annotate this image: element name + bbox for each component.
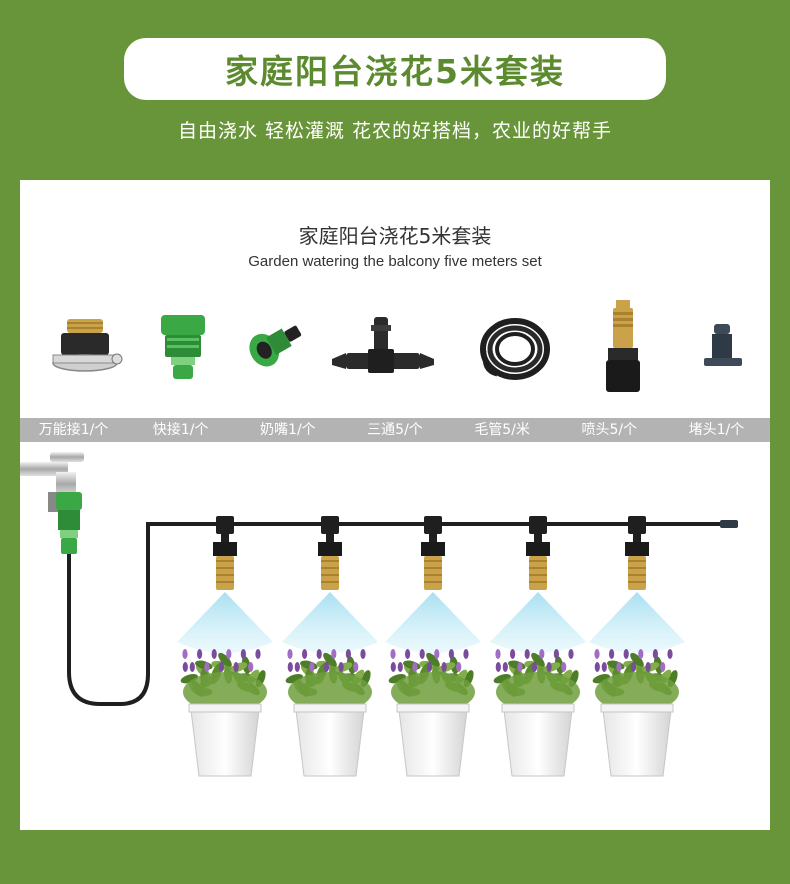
- part-label: 堵头1/个: [688, 422, 745, 438]
- part-label: 喷头5/个: [581, 422, 638, 438]
- part-label: 毛管5/米: [474, 422, 530, 438]
- sprinkler-unit: [282, 516, 378, 777]
- lavender-flowers: [390, 649, 469, 672]
- universal-connector-icon: [40, 298, 130, 398]
- plant-foliage: [493, 652, 580, 712]
- lavender-flowers: [182, 649, 261, 672]
- mist-cone: [589, 592, 685, 653]
- mist-cone: [177, 592, 273, 653]
- nozzle-cap: [421, 542, 445, 556]
- sprinkler-unit: [490, 516, 586, 777]
- plant-foliage: [592, 652, 679, 712]
- hose-line: [67, 522, 720, 706]
- mist-cone: [385, 592, 481, 653]
- sprinkler-nozzle-icon: [585, 298, 660, 398]
- panel-title-en: Garden watering the balcony five meters …: [248, 253, 542, 270]
- nozzle-cap: [526, 542, 550, 556]
- product-panel: 家庭阳台浇花5米套装 Garden watering the balcony f…: [20, 180, 770, 830]
- parts-label-bar: 万能接1/个 快接1/个 奶嘴1/个 三通5/个 毛管5/米 喷头5/个 堵头1…: [20, 418, 770, 442]
- title-banner: 家庭阳台浇花5米套装: [124, 38, 666, 100]
- panel-title-cn: 家庭阳台浇花5米套装: [298, 224, 492, 248]
- subtitle: 自由浇水 轻松灌溉 花农的好搭档，农业的好帮手: [177, 120, 613, 142]
- flower-pot: [602, 709, 672, 777]
- flower-pot: [503, 709, 573, 777]
- lavender-flowers: [287, 649, 366, 672]
- nozzle-cap: [625, 542, 649, 556]
- plant-foliage: [388, 652, 475, 712]
- banner-title: 家庭阳台浇花5米套装: [225, 52, 565, 91]
- sprinkler-unit: [589, 516, 685, 777]
- flower-pot: [398, 709, 468, 777]
- mist-cone: [282, 592, 378, 653]
- nipple-connector-icon: [235, 298, 320, 398]
- parts-row: [20, 298, 770, 398]
- tee-connector-icon: [325, 298, 440, 398]
- lavender-flowers: [495, 649, 574, 672]
- part-label: 万能接1/个: [38, 422, 109, 438]
- sprinkler-unit: [385, 516, 481, 777]
- flower-pot: [190, 709, 260, 777]
- sprinkler-unit: [177, 516, 273, 777]
- flower-pot: [295, 709, 365, 777]
- part-label: 快接1/个: [152, 422, 209, 438]
- lavender-flowers: [594, 649, 673, 672]
- plant-foliage: [285, 652, 372, 712]
- faucet-connector-icon: [56, 492, 82, 554]
- hose-coil-icon: [460, 298, 570, 398]
- quick-connector-icon: [145, 298, 220, 398]
- installation-scene: [20, 442, 770, 830]
- end-plug-icon: [685, 298, 760, 398]
- nozzle-cap: [318, 542, 342, 556]
- plant-foliage: [180, 652, 267, 712]
- mist-cone: [490, 592, 586, 653]
- part-label: 三通5/个: [367, 422, 423, 438]
- nozzle-cap: [213, 542, 237, 556]
- part-label: 奶嘴1/个: [260, 422, 316, 438]
